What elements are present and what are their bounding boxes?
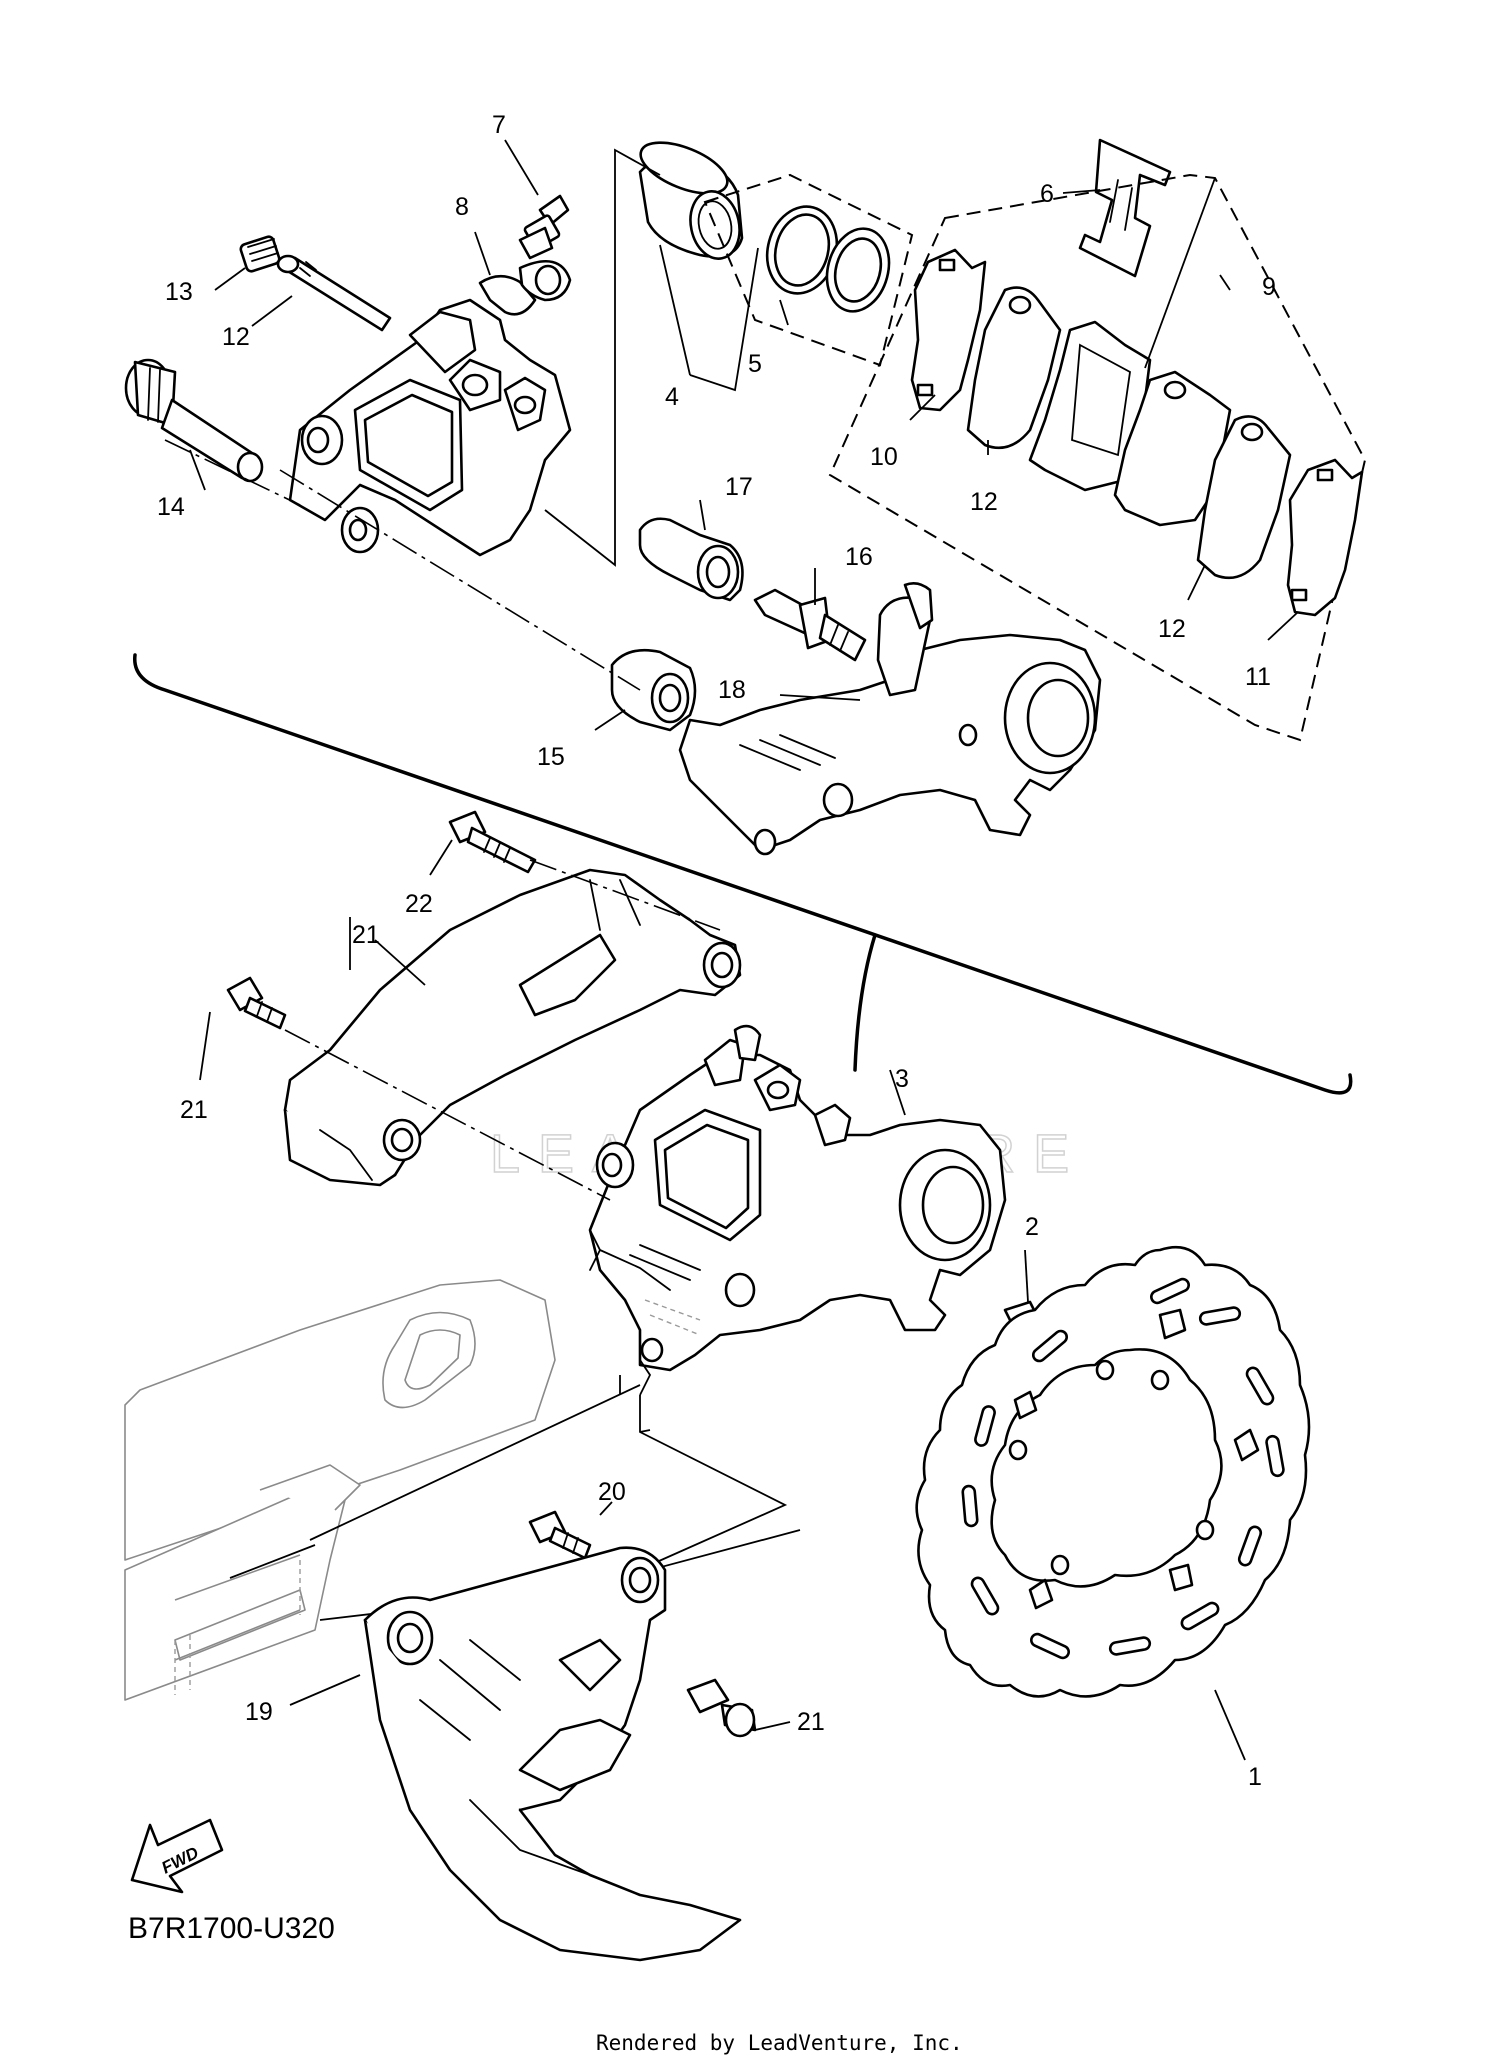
part-4-piston xyxy=(638,141,744,260)
part-6-pad-spring xyxy=(1078,138,1172,278)
callout-10: 10 xyxy=(870,443,898,471)
callout-7: 7 xyxy=(492,111,506,139)
leader-lines xyxy=(189,139,1299,1761)
upper-axis-line-2 xyxy=(164,439,301,506)
part-1-brake-disc xyxy=(915,1245,1311,1698)
callout-21a: 20 xyxy=(598,1478,626,1506)
swingarm-ghost xyxy=(124,1279,556,1701)
callout-12a: 12 xyxy=(970,488,998,516)
caliper-body-upper xyxy=(288,298,572,557)
part-11-shim xyxy=(1286,458,1364,617)
part-12-pad-backing-b xyxy=(1113,370,1232,527)
callout-13: 12 xyxy=(222,323,250,351)
callout-20: 19 xyxy=(245,1698,273,1726)
callout-3: 3 xyxy=(895,1065,909,1093)
callout-labels: 7 8 13 12 14 4 5 6 9 10 12 12 11 17 16 1… xyxy=(157,111,1276,1791)
part-14-plug-screw xyxy=(239,235,281,273)
callout-17: 16 xyxy=(845,543,873,571)
part-16-boot xyxy=(610,648,697,732)
callout-2: 2 xyxy=(1025,1213,1039,1241)
callout-16: 15 xyxy=(537,743,565,771)
callout-9: 9 xyxy=(1262,273,1276,301)
callout-18: 17 xyxy=(725,473,753,501)
callout-22: 21 xyxy=(352,921,380,949)
callout-6: 6 xyxy=(1040,180,1054,208)
callout-11: 11 xyxy=(1245,663,1271,691)
part-10-shim xyxy=(910,248,987,412)
part-3-caliper-assembly xyxy=(588,1024,1007,1372)
part-12-brake-pad-a xyxy=(966,286,1062,450)
callout-12b: 12 xyxy=(1158,615,1186,643)
part-21-bolt-b xyxy=(686,1678,757,1738)
callout-15: 14 xyxy=(157,493,185,521)
part-19-caliper-bracket xyxy=(678,582,1102,856)
upper-axis-line xyxy=(279,469,641,691)
part-17-bolt xyxy=(753,588,867,662)
callout-4: 4 xyxy=(665,383,679,411)
lower-axis-line-1 xyxy=(284,1029,611,1201)
fwd-arrow-icon: FWD xyxy=(130,1818,224,1894)
assembly-bracket xyxy=(133,653,1353,1095)
part-7-bleed-screw xyxy=(518,194,570,260)
callout-8: 8 xyxy=(455,193,469,221)
part-13-pad-pin xyxy=(276,254,392,332)
part-20-disc-guard xyxy=(363,1546,742,1962)
callout-24: 22 xyxy=(405,890,433,918)
part-8-cap xyxy=(478,260,572,316)
lower-axis-line-2 xyxy=(529,859,721,931)
part-22-torque-arm xyxy=(283,868,742,1187)
callout-5: 5 xyxy=(748,350,762,378)
part-23-bolt xyxy=(226,976,287,1030)
part-12-pad-backing-a xyxy=(1028,320,1152,492)
part-24-bolt xyxy=(448,810,537,874)
part-15-slide-pin xyxy=(124,358,264,483)
callout-19: 18 xyxy=(718,676,746,704)
callout-14: 13 xyxy=(165,278,193,306)
callout-1: 1 xyxy=(1248,1763,1262,1791)
part-18-bushing xyxy=(638,517,744,602)
callout-21b: 21 xyxy=(797,1708,825,1736)
seal-kit-box xyxy=(703,173,914,367)
footer-credit: Rendered by LeadVenture, Inc. xyxy=(596,2031,963,2055)
callout-23: 21 xyxy=(180,1096,208,1124)
part-5-piston-seals xyxy=(765,205,891,313)
part-21-bolt-a xyxy=(528,1510,592,1560)
part-12-brake-pad-b xyxy=(1196,415,1292,580)
diagram-code: B7R1700-U320 xyxy=(128,1912,335,1945)
